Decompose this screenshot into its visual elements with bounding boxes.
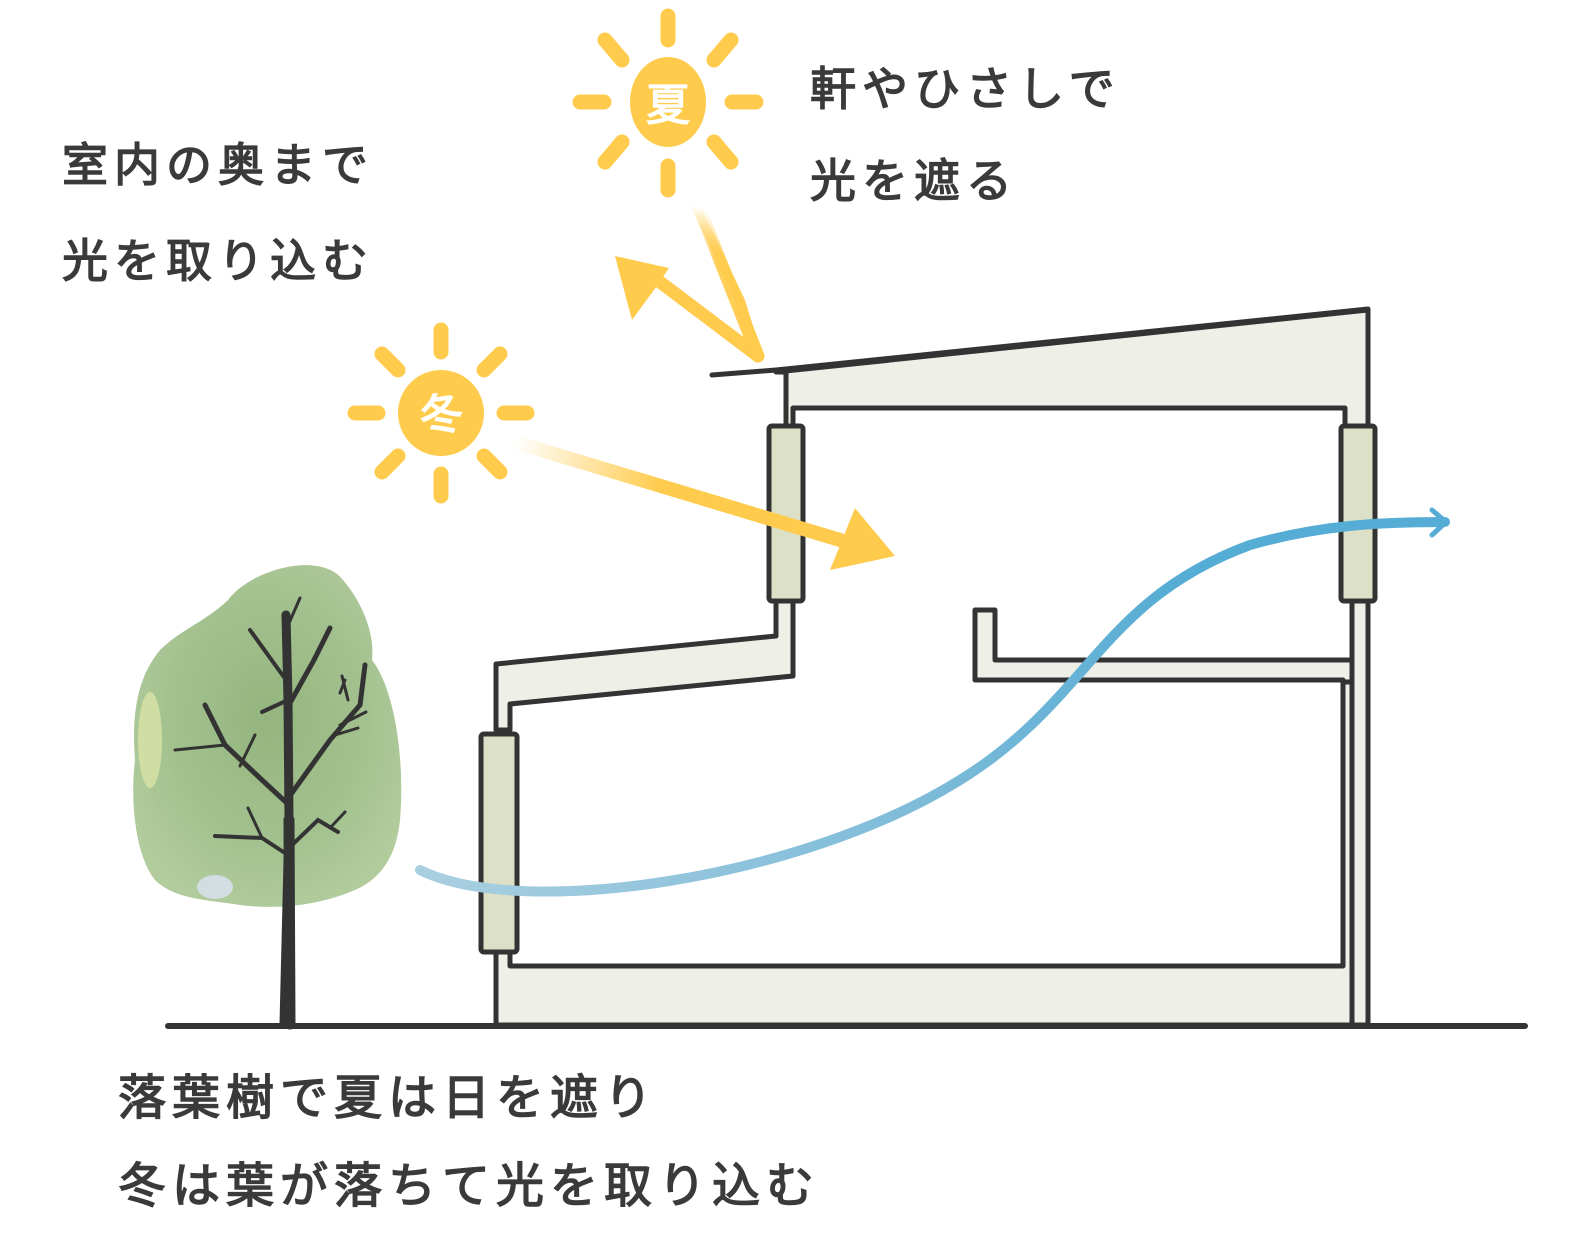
- caption-line: 落葉樹で夏は日を遮り: [118, 1070, 659, 1126]
- winter-sun-icon: 冬: [347, 322, 535, 504]
- loft-slab: [972, 607, 1355, 685]
- summer-sun-icon: 夏: [572, 8, 764, 198]
- summer-sun-char: 夏: [646, 80, 691, 131]
- caption-line: 室内の奥まで: [62, 138, 374, 192]
- airflow-arrow: [415, 507, 1450, 897]
- winter-sun-char: 冬: [416, 387, 467, 444]
- caption-line: 光を取り込む: [62, 234, 374, 288]
- caption-line: 冬は葉が落ちて光を取り込む: [118, 1158, 821, 1214]
- house-section: [478, 306, 1378, 1028]
- airflow-arrowhead: [1429, 507, 1449, 538]
- caption-line: 光を遮る: [810, 154, 1018, 208]
- summer-shade-caption: 軒やひさしで 光を遮る: [810, 66, 1121, 204]
- tree-foliage: [133, 565, 402, 907]
- lower-left-window: [478, 731, 520, 955]
- winter-light-ray: [511, 436, 895, 570]
- roof-eave: [709, 367, 779, 378]
- winter-arrowhead: [830, 508, 895, 570]
- upper-left-wall: [493, 597, 796, 733]
- deciduous-tree: [133, 565, 402, 1030]
- reflected-arrowhead: [615, 256, 669, 320]
- winter-light-caption: 室内の奥まで 光を取り込む: [62, 142, 374, 284]
- deciduous-tree-caption: 落葉樹で夏は日を遮り 冬は葉が落ちて光を取り込む: [118, 1074, 820, 1210]
- lower-floor-shell: [493, 679, 1355, 1028]
- upper-right-window: [1338, 423, 1378, 604]
- caption-line: 軒やひさしで: [810, 62, 1121, 116]
- summer-light-ray: [615, 203, 765, 363]
